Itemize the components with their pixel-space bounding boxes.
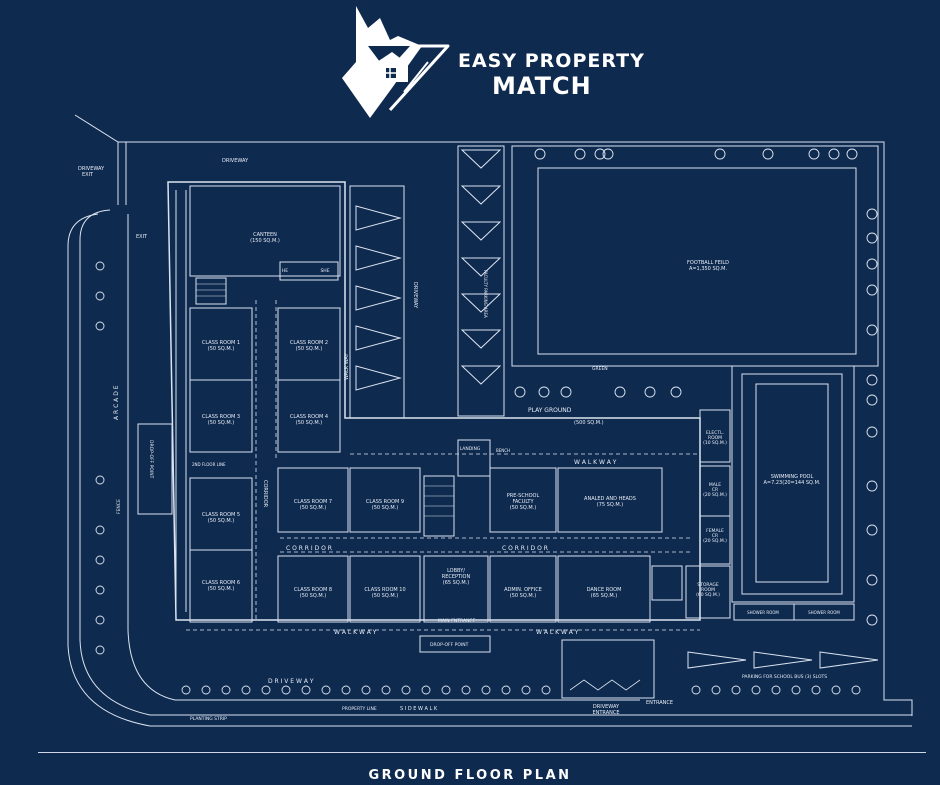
admin-label: ADMIN. OFFICE(50 SQ.M.) [504,587,542,599]
main-entrance-label: MAIN ENTRANCE [438,618,476,624]
lobby-reception [423,555,489,623]
second-floor-label: 2ND FLOOR LINE [192,462,226,467]
property-boundary-line [74,114,913,716]
female-cr [699,515,731,565]
house-logo-icon [342,6,450,118]
landing [457,439,491,477]
parking-stalls [460,149,502,385]
walkway-top-label: W A L K W A Y [574,459,617,466]
corridor-h1-label: C O R R I D O R [286,545,332,552]
landing-label: LANDING [460,446,481,452]
class-room-8 [277,555,349,623]
caption-divider [38,752,926,753]
fence-label: FENCE [116,499,122,514]
corridor-h2-label: C O R R I D O R [502,545,548,552]
swimming-pool [755,383,829,583]
sidewalk-label: S I D E W A L K [400,706,438,712]
canteen-room [189,185,341,277]
class-room-4 [277,379,341,453]
lobby-label: LOBBY/RECEPTION(65 SQ.M.) [442,568,471,586]
storage-room [685,565,731,619]
walkway-v-label: WALK WAY [344,353,350,380]
class-room-2-label: CLASS ROOM 2(50 SQ.M.) [290,340,328,352]
pre-school-faculty [489,467,557,533]
plan-caption: GROUND FLOOR PLAN [368,768,572,783]
class-room-7 [277,467,349,533]
faculty-parking-label: FACULTY PARKING AREA [483,270,488,318]
driveway-entrance [561,639,655,699]
analed-label: ANALED AND HEADS(75 SQ.M.) [584,496,636,508]
playground-area-label: (500 SQ.M.) [574,420,604,426]
dance-label: DANCE ROOM(65 SQ.M.) [587,587,622,599]
bus-parking-stalls [687,651,879,669]
analed-heads [557,467,663,533]
floor-plan-drawing: CANTEEN(150 SQ.M.) FOOTBALL FEILDA=1,350… [67,114,913,727]
electrical-room [699,409,731,463]
dance-room [557,555,651,623]
playground-label: PLAY GROUND [528,407,572,414]
driveway-top-label: DRIVEWAY [222,158,249,164]
class-room-3-label: CLASS ROOM 3(50 SQ.M.) [202,414,240,426]
class-room-4-label: CLASS ROOM 4(50 SQ.M.) [290,414,328,426]
bench-label: BENCH [496,448,510,453]
walkway-bottom-label-2: W A L K W A Y [536,629,579,636]
parking-label: PARKING FOR SCHOOL BUS (3) SLOTS [742,674,827,680]
canteen-label: CANTEEN(150 SQ.M.) [250,232,280,244]
corridor-v-label: CORRIDOR [262,480,268,508]
shower-label-2: SHOWER ROOM [808,610,840,615]
brand-logo: EASY PROPERTY MATCH [340,6,660,124]
electl-label: ELECTL.ROOM(10 SQ.M.) [703,430,727,446]
class-room-9-label: CLASS ROOM 9(50 SQ.M.) [366,499,404,511]
class-room-10 [349,555,421,623]
football-field [537,167,857,355]
exit-label: EXIT [136,234,148,240]
class-room-10-label: CLASS ROOM 10(50 SQ.M.) [364,587,405,599]
entrance-label: ENTRANCE [646,700,673,706]
admin-office [489,555,557,623]
class-room-3 [189,379,253,453]
brand-name-line2: MATCH [492,72,592,100]
faculty-parking-area [457,145,505,417]
property-line-label: PROPERTY LINE [342,706,377,712]
drop-off-bottom-label: DROP-OFF POINT [430,642,469,648]
driveway-bottom-label: D R I V E W A Y [268,678,314,685]
she-label: SHE [320,268,329,274]
drop-off-left-label: DROP-OFF POINT [148,440,154,479]
planting-strip-label: PLANTING STRIP [190,716,227,722]
trees [95,148,878,695]
faculty-parking-left [349,185,405,419]
class-room-8-label: CLASS ROOM 8(50 SQ.M.) [294,587,332,599]
class-room-9 [349,467,421,533]
drop-off-point-left [137,423,173,515]
driveway-mid-label: DRIVEWAY [412,282,418,309]
arcade-label: A R C A D E [113,385,120,420]
class-room-6 [189,549,253,623]
pool-deck [731,365,855,603]
brand-name-line1: EASY PROPERTY [458,50,645,72]
walkway-bottom-label-1: W A L K W A Y [334,629,377,636]
staircase-top [195,277,227,305]
green-label: GREEN [592,366,608,372]
he-label: HE [282,268,288,274]
football-field-outline [511,145,879,367]
drop-off-point-bottom [419,635,491,653]
class-room-5-label: CLASS ROOM 5(50 SQ.M.) [202,512,240,524]
class-room-6-label: CLASS ROOM 6(50 SQ.M.) [202,580,240,592]
class-room-1-label: CLASS ROOM 1(50 SQ.M.) [202,340,240,352]
shower-label-1: SHOWER ROOM [747,610,779,615]
class-room-7-label: CLASS ROOM 7(50 SQ.M.) [294,499,332,511]
building-outline [167,181,701,621]
